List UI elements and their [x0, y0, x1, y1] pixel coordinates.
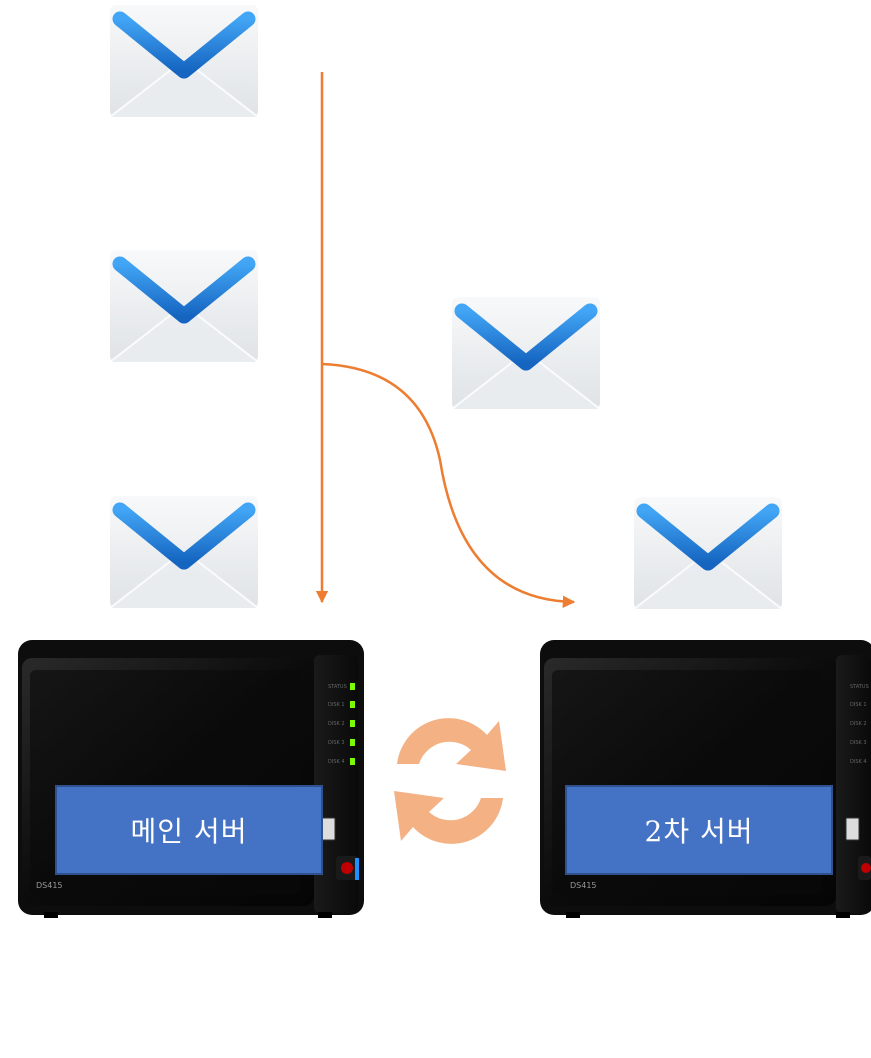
usb-port-icon — [321, 817, 336, 841]
envelope-icon — [110, 250, 258, 362]
power-button-icon — [341, 862, 353, 874]
sync-icon — [394, 718, 506, 844]
envelope-icon — [110, 496, 258, 608]
envelope-icon — [634, 497, 782, 609]
envelope-icon — [110, 5, 258, 117]
main-server-label: 메인 서버 — [55, 785, 323, 875]
disk-led — [350, 720, 355, 727]
secondary-server-label-text: 2차 서버 — [644, 815, 754, 848]
envelope-icon — [452, 297, 600, 409]
main-server-label-text: 메인 서버 — [130, 815, 248, 848]
power-button-icon — [861, 863, 871, 873]
nas-led-label: DISK 3 — [328, 740, 345, 746]
nas-led-label: DISK 1 — [850, 702, 867, 708]
nas-main-server: STATUS DISK 1 DISK 2 DISK 3 DISK 4 DS415 — [18, 640, 364, 918]
nas-model-label: DS415 — [570, 881, 597, 890]
nas-led-label: DISK 2 — [850, 721, 867, 727]
nas-led-label: DISK 2 — [328, 721, 345, 727]
nas-led-label: DISK 4 — [850, 759, 867, 765]
nas-led-label: STATUS — [850, 684, 869, 690]
nas-led-label: DISK 4 — [328, 759, 345, 765]
arrow-curved — [321, 362, 576, 609]
nas-led-label: STATUS — [328, 684, 347, 690]
disk-led — [350, 739, 355, 746]
nas-led-label: DISK 3 — [850, 740, 867, 746]
nas-secondary-server: STATUS DISK 1 DISK 2 DISK 3 DISK 4 DS415 — [540, 640, 871, 918]
disk-led — [350, 758, 355, 765]
nas-model-label: DS415 — [36, 881, 63, 890]
secondary-server-label: 2차 서버 — [565, 785, 833, 875]
status-led — [350, 683, 355, 690]
nas-led-label: DISK 1 — [328, 702, 345, 708]
disk-led — [350, 701, 355, 708]
usb-port-icon — [845, 817, 860, 841]
